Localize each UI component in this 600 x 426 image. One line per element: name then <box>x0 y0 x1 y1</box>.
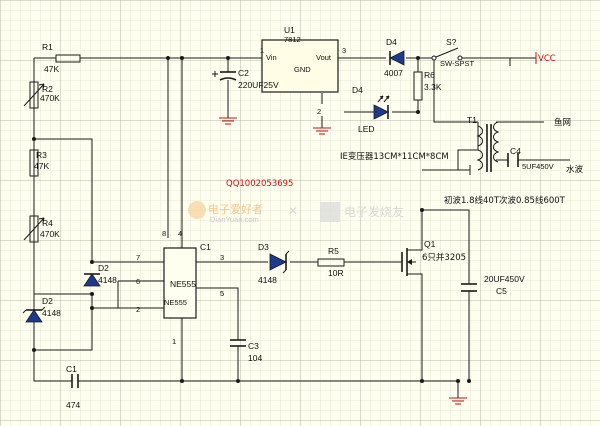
label-switch-ref: S? <box>446 37 457 47</box>
label-transformer-note: IE变压器13CM*11CM*8CM <box>340 151 449 162</box>
label-r3-val: 47K <box>34 161 49 171</box>
label-d4a-val: 4007 <box>384 68 403 78</box>
label-u1-ref: U1 <box>284 25 295 35</box>
ground-symbols <box>219 117 467 405</box>
label-ic-name-b: NE555 <box>164 298 187 307</box>
label-vcc: VCC <box>538 54 556 64</box>
label-d4b-val: LED <box>358 124 375 134</box>
resistor-r2 <box>23 81 45 109</box>
label-d3-val: 4148 <box>258 275 277 285</box>
label-r1-ref: R1 <box>42 42 53 52</box>
capacitor-c4 <box>507 153 519 167</box>
label-c5-val: 20UF450V <box>484 274 525 284</box>
watermark-left-text: 电子爱好者 <box>208 202 263 216</box>
label-qq: QQ1002053695 <box>226 179 293 189</box>
capacitor-c1 <box>71 374 79 388</box>
label-u1-pin1: 1 <box>260 46 264 55</box>
label-d4b-ref: D4 <box>352 85 363 95</box>
label-u1-vout: Vout <box>316 53 332 62</box>
label-u1-part: 7812 <box>284 35 301 44</box>
diode-d4-4007 <box>389 50 405 66</box>
diode-d4-led <box>373 95 390 120</box>
label-r5-ref: R5 <box>328 246 339 256</box>
label-ic-ref: C1 <box>200 242 211 252</box>
capacitor-c5 <box>461 280 477 300</box>
label-pin-2: 2 <box>136 305 140 314</box>
switch-spst <box>431 47 463 61</box>
watermark-left-url: DianYuan.com <box>210 215 259 224</box>
svg-text:✕: ✕ <box>288 204 298 218</box>
label-c3-val: 104 <box>248 353 262 363</box>
label-r6-ref: R6 <box>424 70 435 80</box>
resistor-r3 <box>29 149 39 177</box>
capacitor-c3 <box>230 339 246 352</box>
regulator-u1 <box>261 39 339 93</box>
label-c4-val: 5UF450V <box>522 162 554 171</box>
label-pin-4: 4 <box>178 229 182 238</box>
label-d4a-ref: D4 <box>386 37 397 47</box>
label-u1-pin3: 3 <box>342 46 346 55</box>
label-t1-ref: T1 <box>467 115 477 125</box>
label-r2-val: 470K <box>40 93 60 103</box>
label-d2b-val: 4148 <box>42 308 61 318</box>
label-u1-pin2: 2 <box>317 107 321 116</box>
watermark-logos: ✕ <box>188 201 340 222</box>
label-c1-ref: C1 <box>66 364 77 374</box>
label-pin-3: 3 <box>220 253 224 262</box>
ne555-ic <box>163 247 197 319</box>
label-q1-val: 6只并3205 <box>422 252 466 263</box>
label-switch-val: SW-SPST <box>440 59 474 68</box>
label-r1-val: 47K <box>44 64 59 74</box>
label-c2-val: 220UF25V <box>238 80 279 90</box>
label-r4-val: 470K <box>40 229 60 239</box>
label-c2-ref: C2 <box>238 68 249 78</box>
label-pin-5: 5 <box>220 289 224 298</box>
diode-d2-lower <box>22 306 46 323</box>
resistor-r5 <box>317 258 345 267</box>
label-d3-ref: D3 <box>258 242 269 252</box>
label-pin-1: 1 <box>172 337 176 346</box>
label-ic-name-a: NE555 <box>170 279 196 289</box>
diode-d2-upper <box>83 273 101 287</box>
label-r3-ref: R3 <box>36 150 47 160</box>
label-u1-vin: Vin <box>266 53 277 62</box>
label-pin-7: 7 <box>136 253 140 262</box>
label-out-bottom: 水波 <box>566 164 584 175</box>
resistor-r1 <box>55 54 81 63</box>
label-d2a-ref: D2 <box>98 263 109 273</box>
wires <box>33 57 570 398</box>
label-pin-6: 6 <box>136 277 140 286</box>
resistor-r4 <box>23 215 45 243</box>
label-c3-ref: C3 <box>248 341 259 351</box>
capacitor-c2 <box>212 71 237 92</box>
watermark-right-text: 电子发烧友 <box>344 204 404 219</box>
transformer-t1 <box>476 121 500 172</box>
label-out-top: 鱼网 <box>554 117 571 128</box>
label-c5-ref: C5 <box>496 286 507 296</box>
label-d2a-val: 4148 <box>98 275 117 285</box>
diode-d3 <box>269 250 290 274</box>
label-pin-8: 8 <box>162 229 166 238</box>
label-r2-ref: R2 <box>42 84 53 94</box>
label-r6-val: 3.3K <box>424 82 442 92</box>
label-c4-ref: C4 <box>510 146 521 156</box>
component-labels: R1 47K R2 470K R3 47K R4 470K D2 4148 D2… <box>34 25 584 410</box>
mosfet-q1 <box>401 247 423 276</box>
label-c1-val: 474 <box>66 400 80 410</box>
resistor-r6 <box>413 71 423 101</box>
label-u1-gnd: GND <box>294 65 311 74</box>
label-d2b-ref: D2 <box>42 296 53 306</box>
label-q1-ref: Q1 <box>424 239 436 249</box>
label-winding-note: 初波1.8线40T次波0.85线600T <box>444 195 566 206</box>
label-r5-val: 10R <box>328 268 344 278</box>
label-r4-ref: R4 <box>42 218 53 228</box>
